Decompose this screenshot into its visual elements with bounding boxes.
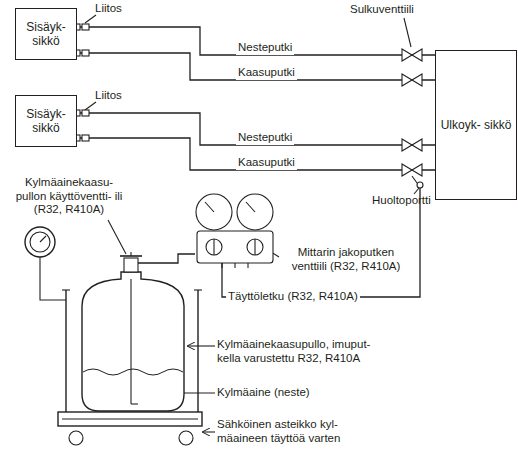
indoor-unit-box: Sisäyk- sikkö	[15, 8, 77, 60]
refrigerant-pipe	[77, 27, 435, 55]
pipe-label: Kaasuputki	[236, 156, 297, 170]
part-label: Kylmäainekaasu- pullon käyttöventti- ili…	[8, 176, 130, 217]
leader-line	[108, 220, 126, 254]
leader-line	[85, 102, 96, 110]
node-text-group: Sisäyk- sikkö	[16, 107, 76, 135]
leader-line	[414, 188, 419, 194]
leader-arrow	[188, 345, 215, 346]
shutoff-valve	[402, 49, 422, 176]
unit-label: Ulkoyk- sikkö	[438, 118, 515, 132]
refrigerant-cylinder	[82, 252, 184, 411]
refrigerant-pipe	[77, 53, 435, 80]
part-label: Kylmäainekaasupullo, imuput- kella varus…	[217, 338, 387, 365]
leader-line	[85, 15, 96, 23]
cylinder-hose	[137, 254, 195, 263]
part-label: Huoltoportti	[372, 194, 431, 208]
refrigerant-pipe	[77, 113, 435, 145]
part-label: Sähköinen asteikko kyl- mäaineen täyttöä…	[217, 418, 362, 445]
part-label: Kylmäaine (neste)	[217, 386, 310, 400]
part-label: Täyttöletku (R32, R410A)	[226, 290, 360, 304]
pipe-label: Kaasuputki	[236, 66, 297, 80]
pipe-label: Nesteputki	[236, 41, 294, 55]
scale-dial	[25, 227, 66, 300]
leader-arrow	[203, 431, 215, 432]
service-port	[412, 176, 423, 188]
part-label: Mittarin jakoputken venttiili (R32, R410…	[280, 246, 412, 273]
part-label: Liitos	[95, 89, 122, 103]
leader-line	[404, 18, 411, 47]
part-label: Sulkuventtiili	[350, 3, 414, 17]
node-text-group: Sisäyk- sikkö	[16, 20, 76, 48]
outdoor-unit-box: Ulkoyk- sikkö	[435, 50, 517, 200]
indoor-unit-box: Sisäyk- sikkö	[15, 95, 77, 147]
unit-label: Sisäyk- sikkö	[16, 20, 76, 48]
unit-label: Sisäyk- sikkö	[16, 107, 76, 135]
node-text-group: Ulkoyk- sikkö	[438, 118, 515, 132]
part-label: Liitos	[95, 2, 122, 16]
gauge-manifold	[196, 194, 273, 268]
pipe-label: Nesteputki	[236, 131, 294, 145]
